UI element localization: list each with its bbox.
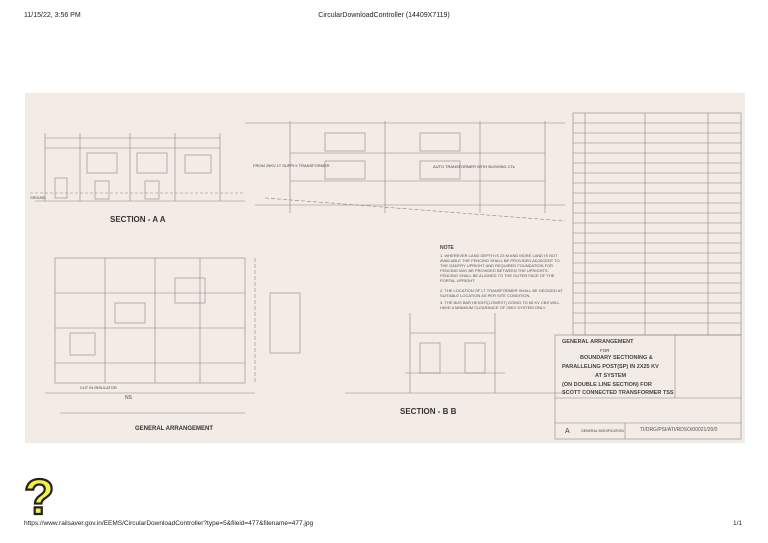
note-3: 3. THE BUS BAR HEIGHT(LOWEST) GOING TO 6… <box>440 300 560 310</box>
ns-label: NS <box>125 395 132 401</box>
revision-desc: GENERAL MODIFICATION <box>581 429 624 433</box>
ground-label: GROUND <box>30 196 46 200</box>
cut-in-insulator-label: CUT IN INSULATOR <box>80 385 117 390</box>
note-2: 2. THE LOCATION OF LT TRANSFORMER SHALL … <box>440 288 563 298</box>
title-block-line7: SCOTT CONNECTED TRANSFORMER TSS <box>562 390 674 396</box>
note-1: 1. WHEREVER LAND DEPTH IS 23 M AND MORE … <box>440 253 560 283</box>
revision-letter: A <box>565 428 570 435</box>
title-block-line6: (ON DOUBLE LINE SECTION) FOR <box>562 382 652 388</box>
supply-label: FROM 25KV LT SUPPLY TRANSFORMER <box>253 163 330 168</box>
engineering-drawing: SECTION - A A SECTION - B B GENERAL ARRA… <box>25 93 745 443</box>
title-block-line5: AT SYSTEM <box>595 373 627 379</box>
print-url[interactable]: https://www.railsaver.gov.in/EEMS/Circul… <box>24 520 314 527</box>
section-aa-label: SECTION - A A <box>110 215 166 224</box>
drawing-linework <box>30 112 742 440</box>
title-block-line4: PARALLELING POST(SP) IN 2X25 KV <box>562 364 659 370</box>
note-heading: NOTE <box>440 245 454 251</box>
section-bb-label: SECTION - B B <box>400 407 457 416</box>
auto-transformer-label: AUTO TRANSFORMER WITH BUSHING CTs <box>433 164 515 169</box>
title-block-line3: BOUNDARY SECTIONING & <box>580 355 653 361</box>
help-question-icon: ? <box>23 470 56 520</box>
general-arrangement-label: GENERAL ARRANGEMENT <box>135 426 214 432</box>
title-block-line2: FOR <box>600 348 610 353</box>
title-block-line1: GENERAL ARRANGEMENT <box>562 339 634 345</box>
print-page-number: 1/1 <box>733 520 743 527</box>
print-datetime: 11/15/22, 3:56 PM <box>24 12 81 19</box>
drawing-number: TI/DRG/PSI/ATI/RDSO/00021/20/0 <box>640 427 718 433</box>
svg-text:?: ? <box>24 470 55 520</box>
print-title: CircularDownloadController (14409X7119) <box>318 12 450 19</box>
